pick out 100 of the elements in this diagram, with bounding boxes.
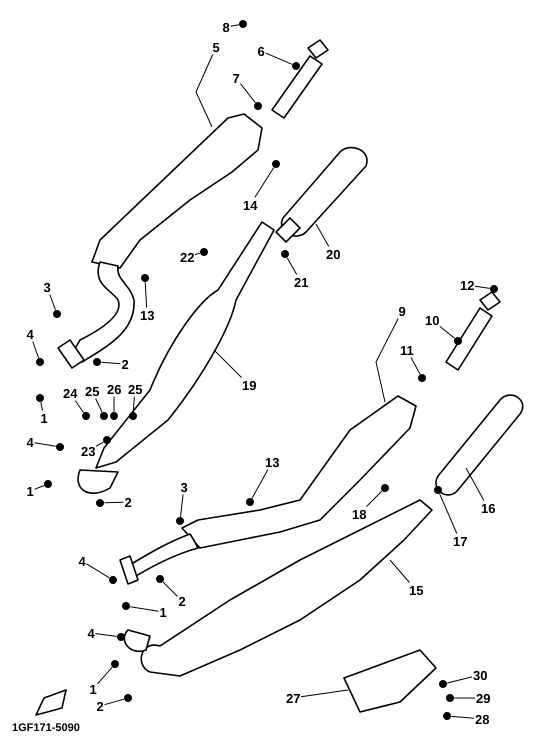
callout-number: 9	[398, 304, 406, 318]
leader-line	[95, 398, 103, 413]
leader-line	[375, 318, 399, 402]
leader-line	[474, 286, 490, 289]
leader-line	[450, 716, 474, 719]
fastener-part	[454, 337, 462, 345]
callout-number: 7	[232, 72, 240, 84]
leader-line	[130, 606, 159, 612]
callout-number: 21	[294, 276, 308, 288]
callout-number: 1	[160, 606, 167, 618]
callout-number: 23	[81, 444, 96, 458]
fastener-part	[111, 660, 119, 668]
fastener-part	[36, 394, 44, 402]
leader-line	[96, 442, 104, 447]
fastener-part	[36, 358, 44, 366]
leader-line	[390, 560, 410, 583]
leader-line	[49, 294, 56, 310]
fastener-part	[254, 102, 262, 110]
callout-number: 2	[124, 496, 132, 508]
callout-number: 4	[88, 626, 95, 640]
fastener-part	[176, 517, 184, 525]
leader-line	[254, 167, 274, 198]
fastener-part	[117, 633, 125, 641]
fastener-part	[490, 285, 498, 293]
fastener-part	[122, 602, 130, 610]
callout-number: 10	[425, 314, 440, 326]
leader-line	[104, 698, 124, 706]
fastener-part	[446, 694, 454, 702]
callout-number: 4	[26, 436, 34, 448]
leader-line	[34, 485, 44, 490]
fastener-part	[418, 374, 426, 382]
callout-number: 12	[460, 278, 474, 292]
callout-number: 1	[40, 412, 48, 424]
fastener-part	[103, 436, 111, 444]
leader-line	[300, 690, 348, 698]
leader-line	[104, 502, 124, 504]
callout-number: 29	[476, 692, 490, 704]
callout-number: 4	[78, 554, 86, 568]
callout-number: 25	[128, 382, 142, 396]
callout-number: 5	[212, 40, 220, 54]
callout-number: 13	[265, 456, 280, 468]
callout-number: 14	[243, 198, 258, 212]
callout-number: 16	[481, 502, 496, 514]
callout-number: 4	[26, 328, 34, 340]
callout-number: 20	[326, 248, 340, 260]
callout-number: 2	[122, 358, 129, 370]
fastener-part	[53, 310, 61, 318]
leader-line	[316, 224, 330, 247]
leader-line	[439, 493, 458, 534]
leader-line	[410, 357, 420, 375]
fastener-part	[272, 160, 280, 168]
fastener-part	[109, 576, 117, 584]
callout-number: 24	[63, 386, 78, 400]
leader-line	[144, 282, 148, 308]
callout-number: 28	[475, 712, 490, 726]
leader-line	[86, 563, 110, 578]
fastener-part	[124, 694, 132, 702]
fastener-part	[439, 680, 447, 688]
callout-number: 17	[453, 534, 468, 548]
fastener-part	[96, 499, 104, 507]
fastener-part	[56, 443, 64, 451]
fastener-part	[44, 480, 52, 488]
callout-number: 13	[140, 308, 154, 322]
fastener-part	[82, 412, 90, 420]
fastener-part	[110, 412, 118, 420]
leader-line	[194, 252, 200, 256]
leader-line	[97, 666, 113, 684]
callout-number: 3	[44, 280, 51, 294]
leader-line	[32, 341, 40, 358]
leader-line	[195, 54, 214, 128]
fastener-part	[156, 575, 164, 583]
fastener-part	[100, 412, 108, 420]
leader-line	[466, 468, 484, 501]
fastener-part	[443, 712, 451, 720]
leader-line	[100, 362, 121, 364]
callout-number: 2	[178, 594, 186, 608]
fastener-part	[93, 358, 101, 366]
callout-number: 1	[90, 682, 97, 696]
leader-line	[95, 633, 118, 637]
leader-line	[162, 582, 178, 597]
leader-line	[252, 469, 268, 499]
fastener-part	[292, 62, 300, 70]
leader-line	[366, 490, 382, 507]
fastener-part	[141, 274, 149, 282]
callout-number: 22	[180, 250, 194, 264]
fastener-part	[239, 20, 247, 28]
callout-number: 18	[352, 508, 366, 520]
leader-line	[440, 326, 456, 339]
leader-line	[230, 24, 240, 27]
leader-line	[74, 400, 84, 413]
leader-line	[286, 257, 298, 275]
drawing-code: 1GF171-5090	[12, 722, 80, 734]
fastener-part	[129, 412, 137, 420]
fastener-part	[200, 248, 208, 256]
leader-line	[34, 442, 56, 447]
fastener-part	[246, 498, 254, 506]
callout-number: 8	[222, 20, 230, 34]
leader-line	[240, 83, 256, 104]
callout-number: 2	[96, 700, 104, 712]
leader-line	[180, 494, 184, 518]
